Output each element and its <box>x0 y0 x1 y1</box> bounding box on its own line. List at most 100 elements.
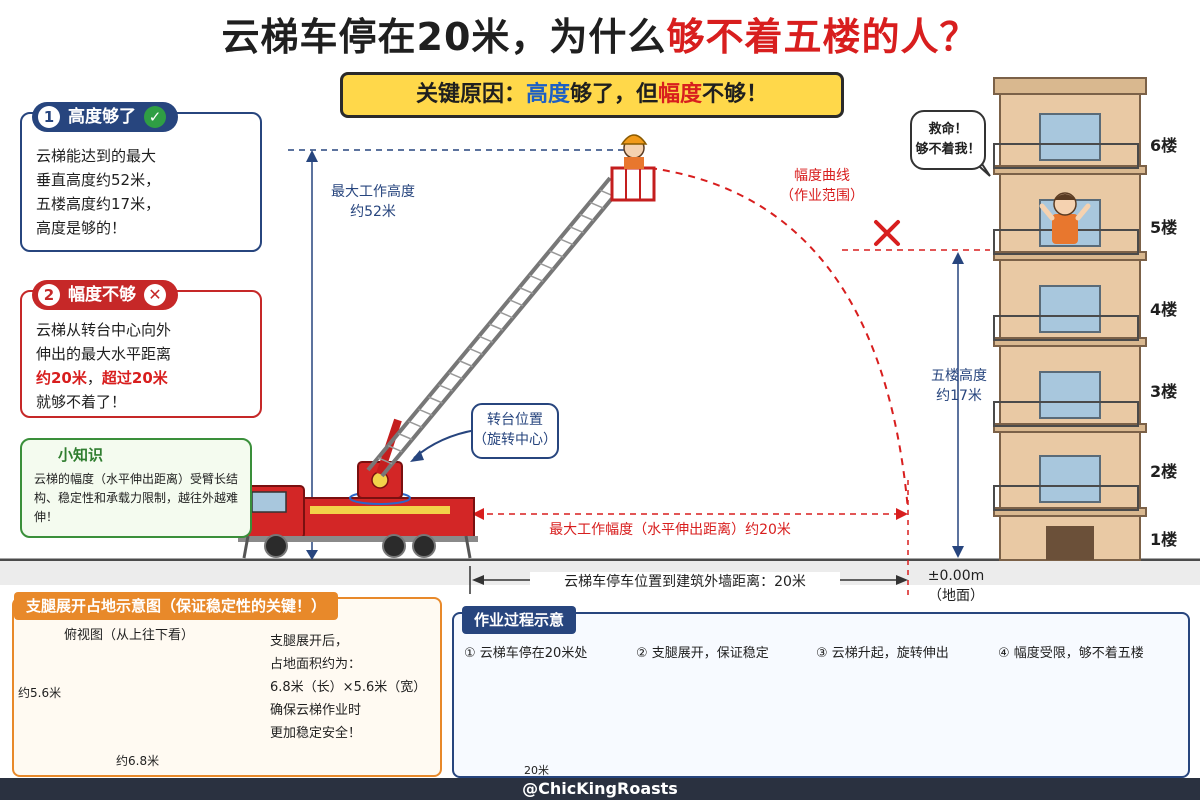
outrigger-panel <box>12 597 442 777</box>
key-reason-height: 高度 <box>525 82 570 107</box>
key-reason-range: 幅度 <box>658 82 703 107</box>
ladder-rung <box>559 238 574 246</box>
process-panel-header: 作业过程示意 <box>462 606 577 634</box>
ladder-rung <box>387 444 403 453</box>
ladder-rung <box>508 298 524 307</box>
ladder-rung <box>438 384 453 392</box>
outrigger-length-label: 约6.8米 <box>112 752 164 769</box>
card1-line: 云梯能达到的最大 <box>36 147 157 165</box>
ladder-rung <box>579 213 595 222</box>
outrigger-text: 支腿展开后， 占地面积约为： 6.8米（长）×5.6米（宽） 确保云梯作业时 更… <box>270 630 440 745</box>
max-range-label: 最大工作幅度（水平伸出距离）约20米 <box>549 522 791 538</box>
outrigger-text-line: 6.8米（长）×5.6米（宽） <box>270 680 427 695</box>
card2-line: 约20米，超过20米 <box>36 366 256 390</box>
ladder-rung <box>589 201 605 210</box>
process-step-3: ③ 云梯升起，旋转伸出 <box>816 646 949 661</box>
process-step-4: ④ 幅度受限，够不着五楼 <box>998 646 1144 661</box>
watermark: @ChicKingRoasts <box>0 778 1200 800</box>
ladder-rung <box>468 347 484 356</box>
range-card <box>20 290 262 418</box>
height-card <box>20 112 262 252</box>
tip-text: 云梯的幅度（水平伸出距离）受臂长结构、稳定性和承载力限制，越往外越难伸！ <box>34 472 239 524</box>
key-reason-prefix: 关键原因： <box>415 82 526 107</box>
max-height-label: 最大工作高度 约52米 <box>318 182 428 222</box>
outrigger-view-title: 俯视图（从上往下看） <box>64 628 195 643</box>
card1-title: 高度够了 <box>68 107 136 127</box>
floor-label-4: 4楼 <box>1150 300 1178 319</box>
firefighter-in-basket-icon <box>620 134 648 169</box>
process-step-2: ② 支腿展开，保证稳定 <box>636 646 769 661</box>
tip-title: 小知识 <box>58 446 104 464</box>
ground-label-line: ±0.00m <box>927 568 985 584</box>
card2-number: 2 <box>38 284 60 306</box>
card2-text: 云梯从转台中心向外 伸出的最大水平距离 约20米，超过20米 就够不着了！ <box>36 318 256 414</box>
max-range-arrowhead-left-icon <box>472 508 484 520</box>
floor-label-3: 3楼 <box>1150 382 1178 401</box>
ground-label-line: （地面） <box>928 588 984 604</box>
tip-card <box>20 438 252 538</box>
entrance-door <box>1046 526 1094 560</box>
outrigger-text-line: 支腿展开后， <box>270 634 349 649</box>
process-dist-label: 20米 <box>524 764 549 777</box>
ladder-rung <box>518 286 534 295</box>
process-panel <box>452 612 1190 778</box>
outrigger-text-line: 确保云梯作业时 <box>270 703 362 718</box>
outrigger-text-line: 占地面积约为： <box>270 657 362 672</box>
range-card-header: 2 幅度不够 ✕ <box>32 280 178 310</box>
ladder-rung <box>529 274 544 283</box>
card2-line: 就够不着了！ <box>36 393 127 411</box>
range-curve-label-line: （作业范围） <box>780 188 864 204</box>
ground-label: ±0.00m （地面） <box>914 566 998 606</box>
x-icon: ✕ <box>144 284 166 306</box>
ladder-rung <box>478 335 494 343</box>
help-speech-bubble: 救命！ 够不着我！ <box>910 110 986 170</box>
floor-label-6: 6楼 <box>1150 136 1178 155</box>
ladder-rung <box>488 323 504 331</box>
floor5-height-label-line: 五楼高度 <box>931 368 987 384</box>
ladder-rung <box>539 262 554 270</box>
card2-red-text: 约20米 <box>36 369 87 387</box>
card2-line: 伸出的最大水平距离 <box>36 345 172 363</box>
rescue-basket <box>610 166 656 202</box>
process-step-1: ① 云梯车停在20米处 <box>464 646 588 661</box>
range-curve-label: 幅度曲线 （作业范围） <box>770 166 874 206</box>
ladder-boom <box>366 176 626 478</box>
floor-label-2: 2楼 <box>1150 462 1178 481</box>
turntable-pointer <box>413 429 477 459</box>
distance-arrowhead-left-icon <box>472 575 484 585</box>
floor5-height-label: 五楼高度 约17米 <box>904 366 1014 406</box>
ladder-rung <box>448 371 463 380</box>
ladder-rung <box>498 311 514 319</box>
building <box>993 77 1147 561</box>
floor5-arrowhead-top-icon <box>952 252 964 264</box>
turntable-label-line: （旋转中心） <box>473 432 557 448</box>
outrigger-text-line: 更加稳定安全！ <box>270 726 362 741</box>
turntable-arrowhead-icon <box>410 450 424 462</box>
card1-text: 云梯能达到的最大 垂直高度约52米， 五楼高度约17米， 高度是够的！ <box>36 144 196 240</box>
card1-line: 高度是够的！ <box>36 219 127 237</box>
ladder-rung <box>569 225 584 234</box>
max-height-label-line: 约52米 <box>350 204 396 220</box>
ladder-rung <box>377 457 393 465</box>
page-title: 云梯车停在20米，为什么够不着五楼的人？ <box>221 15 979 59</box>
floor-dividers <box>993 165 1147 517</box>
title-highlight: 够不着五楼的人？ <box>666 15 979 59</box>
floor5-arrowhead-bottom-icon <box>952 546 964 558</box>
key-reason-mid: 够了，但 <box>569 82 658 107</box>
key-reason-banner: 关键原因：高度够了，但幅度不够！ <box>340 72 844 118</box>
ladder-rung <box>408 420 423 429</box>
card1-line: 五楼高度约17米， <box>36 195 161 213</box>
person-waving-icon <box>1039 192 1091 244</box>
height-card-header: 1 高度够了 ✓ <box>32 102 178 132</box>
max-height-arrowhead-icon <box>306 150 318 162</box>
ladder-rung <box>549 250 564 258</box>
ladder-rung <box>418 408 433 416</box>
outrigger-panel-header: 支腿展开占地示意图（保证稳定性的关键！） <box>14 592 339 620</box>
ladder-rung <box>458 359 474 368</box>
range-curve <box>649 167 909 511</box>
floor5-height-label-line: 约17米 <box>936 388 982 404</box>
check-icon: ✓ <box>144 106 166 128</box>
max-height-label-line: 最大工作高度 <box>331 184 415 200</box>
card2-title: 幅度不够 <box>68 285 136 305</box>
card2-separator: ， <box>86 369 102 387</box>
